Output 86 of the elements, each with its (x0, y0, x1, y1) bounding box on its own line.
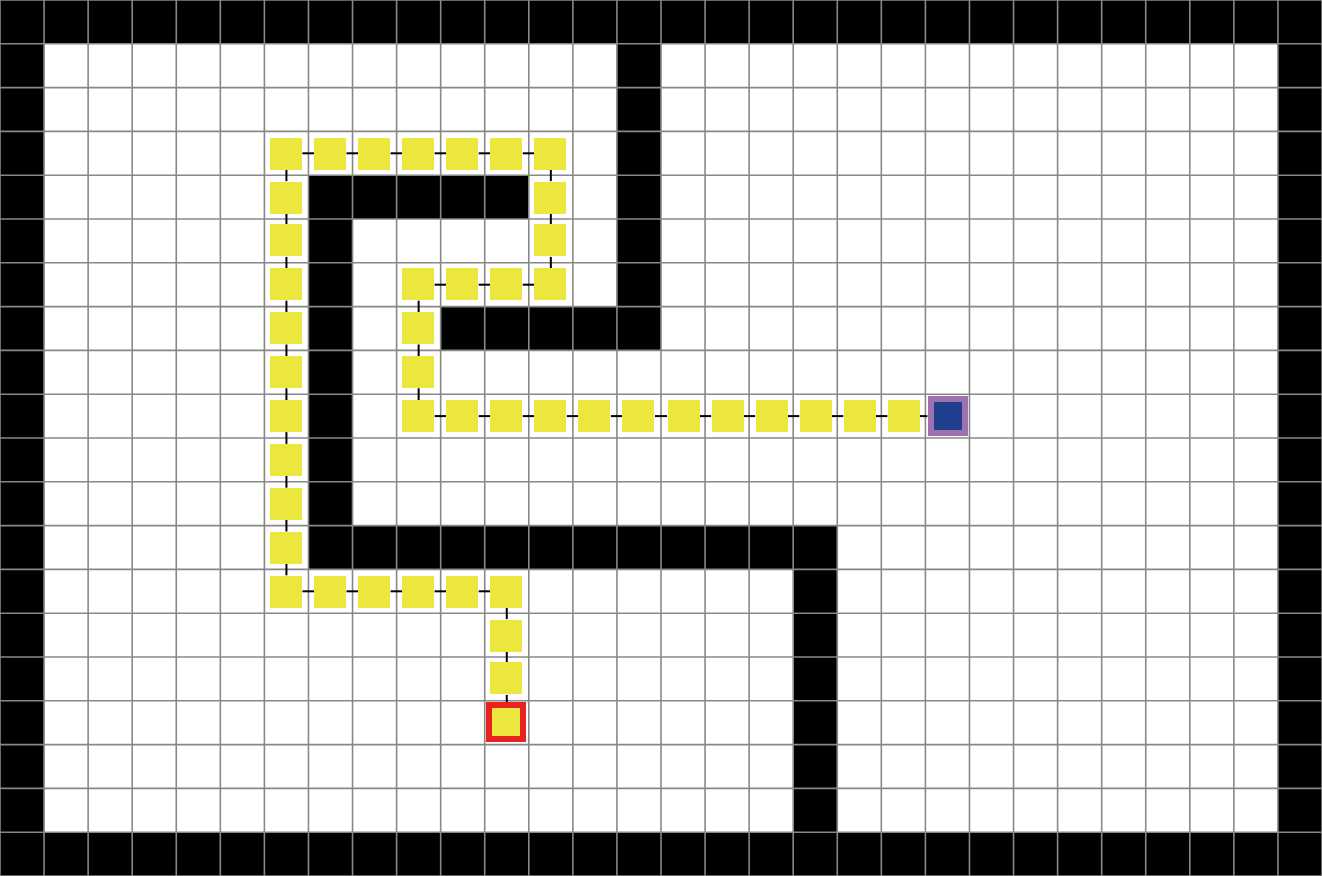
connector-line (285, 343, 288, 358)
path-cell (534, 400, 567, 433)
path-cell (446, 575, 479, 608)
connector-line (477, 283, 492, 286)
path-cell (490, 662, 523, 695)
path-cell (622, 400, 655, 433)
path-cell (490, 137, 523, 170)
connector-line (433, 152, 448, 155)
start-cell (486, 702, 527, 743)
connector-line (874, 415, 889, 418)
connector-line (417, 343, 420, 358)
connector-line (521, 283, 536, 286)
path-cell (711, 400, 744, 433)
connector-line (830, 415, 845, 418)
path-cell (578, 400, 611, 433)
connector-line (417, 387, 420, 402)
path-cell (270, 224, 303, 257)
path-cell (270, 531, 303, 564)
connector-line (433, 590, 448, 593)
connector-line (433, 415, 448, 418)
path-cell (534, 181, 567, 214)
path-cell (490, 268, 523, 301)
connector-line (609, 415, 624, 418)
connector-line (549, 255, 552, 270)
connector-line (477, 152, 492, 155)
connector-line (345, 590, 360, 593)
connector-line (301, 590, 316, 593)
path-cell (402, 356, 435, 389)
path-cell (534, 224, 567, 257)
connector-line (521, 152, 536, 155)
path-cell (843, 400, 876, 433)
connector-line (345, 152, 360, 155)
connector-line (285, 168, 288, 183)
connector-line (285, 562, 288, 577)
path-cell (314, 137, 347, 170)
path-cell (402, 137, 435, 170)
connector-line (285, 518, 288, 533)
connector-line (285, 431, 288, 445)
connector-line (389, 152, 404, 155)
path-cell (402, 268, 435, 301)
path-cell (446, 268, 479, 301)
path-cell (799, 400, 832, 433)
connector-line (285, 255, 288, 270)
path-cell (270, 575, 303, 608)
connector-line (477, 590, 492, 593)
path-cell (490, 575, 523, 608)
connector-line (417, 299, 420, 314)
path-cell (270, 312, 303, 345)
connector-line (521, 415, 536, 418)
connector-line (505, 606, 508, 621)
connector-line (301, 152, 316, 155)
path-cell (358, 137, 391, 170)
path-cell (887, 400, 920, 433)
connector-line (565, 415, 580, 418)
path-cell (270, 400, 303, 433)
path-cell (402, 312, 435, 345)
path-cell (534, 268, 567, 301)
path-cell (446, 137, 479, 170)
path-cell (270, 487, 303, 520)
connector-line (786, 415, 801, 418)
connector-line (653, 415, 669, 418)
connector-line (742, 415, 757, 418)
path-cell (490, 619, 523, 652)
connector-line (549, 168, 552, 183)
path-cell (270, 443, 303, 476)
path-cell (446, 400, 479, 433)
path-cell (358, 575, 391, 608)
connector-line (477, 415, 492, 418)
path-cell (402, 400, 435, 433)
path-cell (314, 575, 347, 608)
path-cell (490, 400, 523, 433)
path-cell (270, 137, 303, 170)
connector-line (285, 299, 288, 314)
connector-line (389, 590, 404, 593)
path-cell (534, 137, 567, 170)
connector-line (433, 283, 448, 286)
connector-line (698, 415, 713, 418)
path-cell (270, 268, 303, 301)
path-cell (667, 400, 700, 433)
path-cell (402, 575, 435, 608)
path-cell (755, 400, 788, 433)
connector-line (285, 387, 288, 402)
goal-cell (927, 396, 968, 437)
path-cell (270, 356, 303, 389)
path-cell (270, 181, 303, 214)
connector-line (285, 474, 288, 489)
